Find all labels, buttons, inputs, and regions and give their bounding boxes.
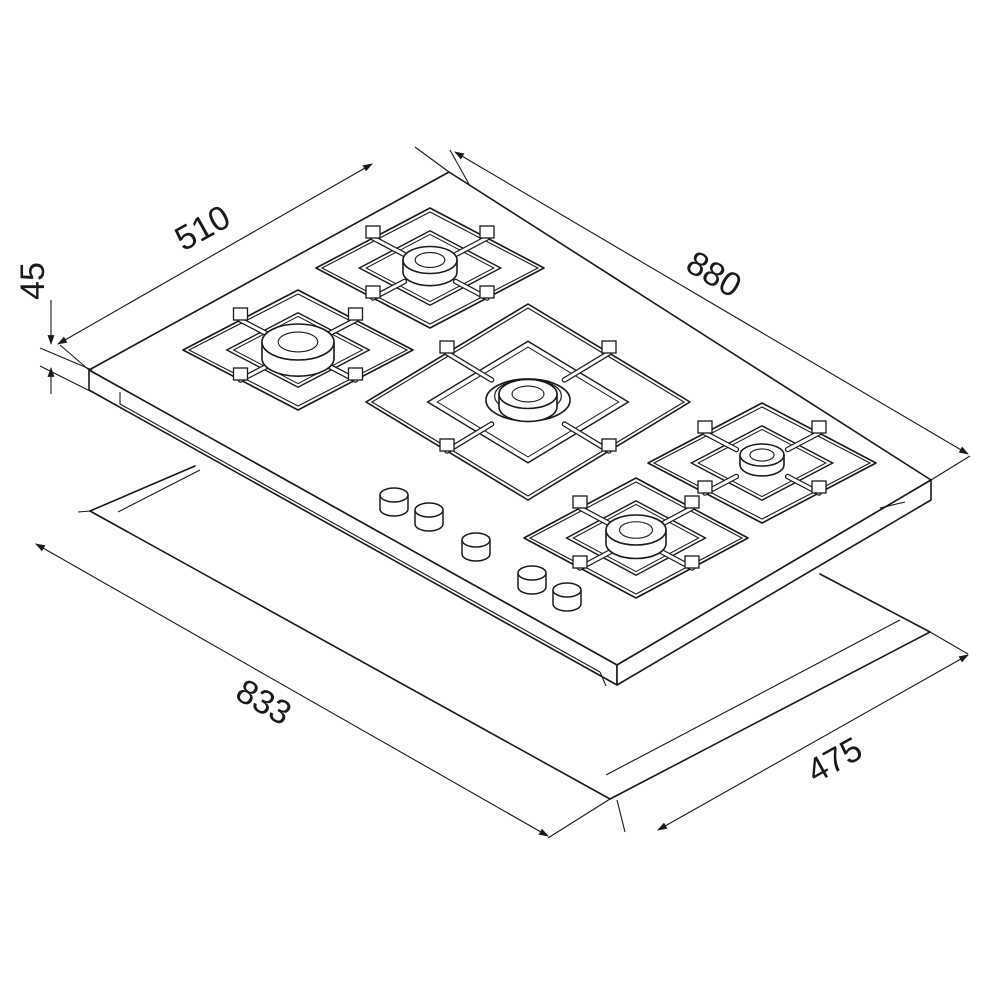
dim-cutout-width-label: 833 (229, 672, 297, 733)
control-knob[interactable] (414, 502, 444, 532)
dim-cutout-depth-label: 475 (801, 730, 869, 791)
dim-width-label: 880 (680, 244, 748, 306)
control-knob[interactable] (461, 532, 491, 562)
control-knob[interactable] (517, 565, 547, 595)
dimension-lines (35, 146, 971, 839)
dim-height-label: 45 (14, 262, 52, 300)
control-knob[interactable] (379, 487, 409, 517)
burner-front-right (523, 477, 749, 599)
dim-depth-label: 510 (169, 198, 237, 259)
control-knob[interactable] (552, 582, 582, 612)
